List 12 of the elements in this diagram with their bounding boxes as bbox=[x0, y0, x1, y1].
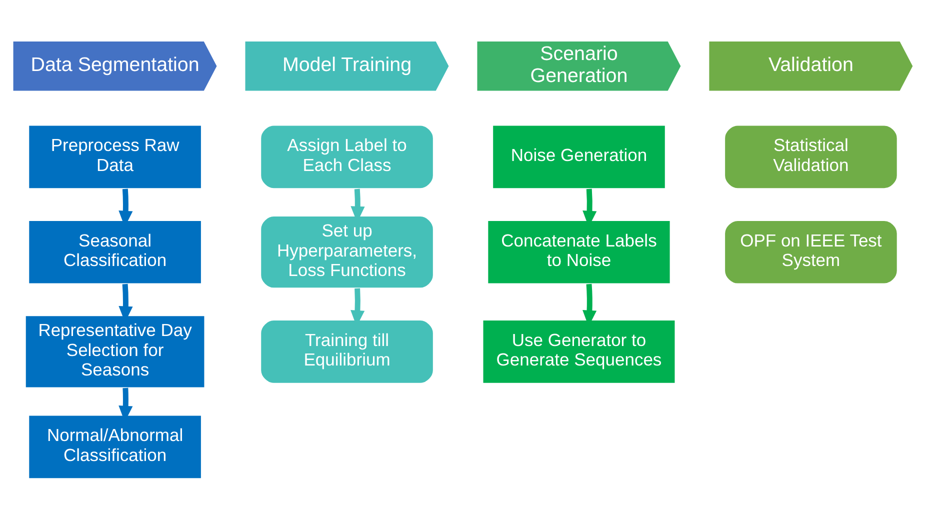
node-box: Set up Hyperparameters, Loss Functions bbox=[260, 214, 434, 288]
node-box: Noise Generation bbox=[492, 124, 666, 189]
node-box: Training till Equilibrium bbox=[260, 318, 434, 384]
node-box: Seasonal Classification bbox=[28, 219, 202, 284]
node-box: Assign Label to Each Class bbox=[260, 124, 434, 189]
node-box: Use Generator to Generate Sequences bbox=[482, 318, 676, 384]
node-box: Statistical Validation bbox=[724, 124, 898, 189]
node-box: OPF on IEEE Test System bbox=[724, 219, 898, 284]
node-box: Concatenate Labels to Noise bbox=[487, 219, 671, 284]
node-box: Preprocess Raw Data bbox=[28, 124, 202, 189]
node-box: Normal/Abnormal Classification bbox=[28, 414, 202, 479]
node-box: Representative Day Selection for Seasons bbox=[24, 314, 206, 388]
